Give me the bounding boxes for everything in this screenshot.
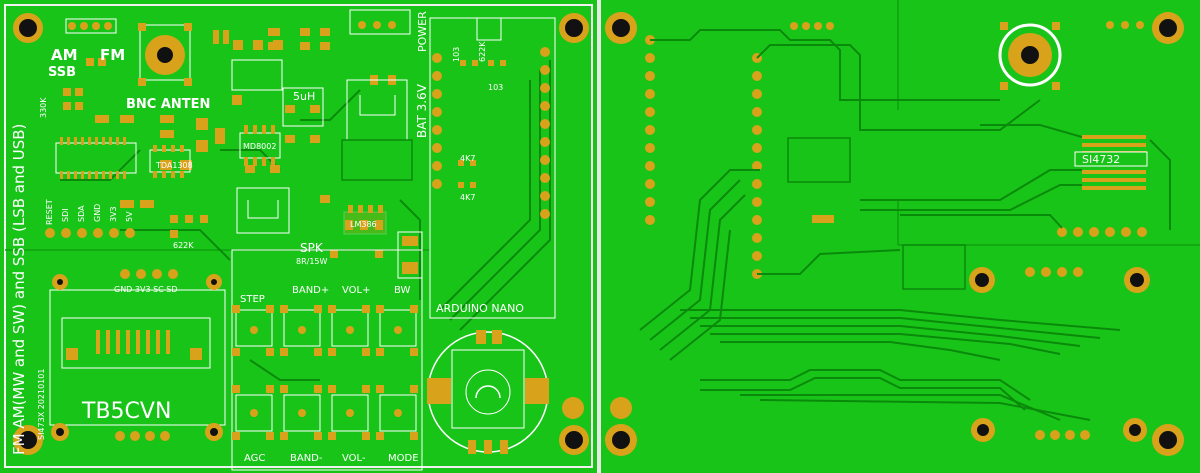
tactile-button-step (232, 305, 274, 356)
label-vol-plus: VOL+ (342, 285, 371, 296)
label-si4732: SI4732 (1082, 153, 1120, 166)
label-sdi: SDI (61, 208, 70, 222)
header-io-pins (45, 228, 135, 238)
back-traces (639, 29, 1171, 421)
label-agc: AGC (244, 453, 265, 464)
back-component-outline-2 (902, 244, 966, 290)
back-component-outline (787, 137, 851, 183)
ic-lm386 (343, 205, 387, 235)
label-power: POWER (416, 11, 429, 52)
label-bw: BW (394, 285, 411, 296)
label-spk: SPK (300, 241, 324, 255)
label-103: 103 (452, 47, 461, 62)
arduino-nano-footprint (429, 17, 556, 319)
ic-md8002 (239, 125, 281, 166)
tactile-button-vol-plus (328, 305, 370, 356)
label-622k-top: 622K (478, 41, 487, 62)
tactile-button-band-minus (280, 385, 322, 440)
label-board-id: SI473X 20210101 (37, 369, 46, 440)
power-switch-footprint (231, 59, 283, 91)
mounting-holes-front (13, 13, 589, 455)
oled-footprint (49, 269, 226, 441)
label-5v: 5V (125, 211, 134, 222)
front-board: AM FM SSB BNC ANTEN 5uH TDA1308 MD8002 4… (0, 0, 597, 473)
label-4k7-b: 4K7 (460, 193, 475, 202)
tactile-button-vol-minus (328, 385, 370, 440)
rotary-encoder (427, 330, 549, 454)
label-bnc-anten: BNC ANTEN (126, 97, 210, 112)
label-band-minus: BAND- (290, 453, 323, 464)
label-md8002: MD8002 (243, 142, 276, 151)
label-lm386: LM386 (350, 220, 377, 229)
label-battery: BAT 3.6V (415, 83, 429, 138)
button-grid (231, 249, 423, 471)
front-traces (60, 60, 551, 381)
label-tda1308: TDA1308 (155, 161, 193, 170)
label-vol-minus: VOL- (342, 453, 366, 464)
tactile-button-mode (376, 385, 418, 440)
speaker-connector (236, 187, 290, 234)
label-ssb: SSB (48, 65, 76, 80)
mounting-holes-back (605, 12, 1184, 456)
front-board-outline (4, 4, 593, 468)
label-spk-rating: 8R/15W (296, 257, 328, 266)
bnc-connector (138, 23, 192, 86)
label-3v3: 3V3 (109, 206, 118, 222)
label-band-plus: BAND+ (292, 285, 329, 296)
label-gnd: GND (93, 204, 102, 222)
label-mode: MODE (388, 453, 419, 464)
label-arduino-nano: ARDUINO NANO (436, 302, 524, 315)
label-622k: 622K (173, 241, 194, 250)
label-4k7-a: 4K7 (460, 154, 475, 163)
tactile-button-bw (376, 305, 418, 356)
tactile-button-agc (232, 385, 274, 440)
inductor-footprint (282, 87, 324, 127)
chip-si4732: SI4732 (1074, 135, 1148, 190)
tactile-button-band-plus (280, 305, 322, 356)
back-smd-pad (812, 215, 834, 223)
ic-tda1308 (55, 137, 137, 179)
ic-tda-small (149, 145, 191, 178)
label-330k: 330K (39, 97, 48, 118)
header-top-right (349, 9, 411, 35)
back-headers (645, 21, 1147, 440)
label-oled-pins: GND 3V3 SC SD (114, 285, 178, 294)
label-am: AM (51, 46, 78, 64)
label-step: STEP (240, 294, 265, 305)
label-fm: FM (100, 46, 125, 64)
label-sda: SDA (77, 205, 86, 222)
label-103-b: 103 (488, 83, 503, 92)
label-reset: RESET (45, 199, 54, 225)
smd-pads-front (63, 28, 506, 258)
label-inductor: 5uH (293, 90, 315, 103)
label-callsign: TB5CVN (81, 399, 171, 424)
bnc-back (998, 22, 1062, 90)
back-board: SI4732 (597, 0, 1200, 473)
battery-connector (341, 79, 413, 181)
header-top-left (65, 18, 117, 34)
label-side-text: FM AM(MW and SW) and SSB (LSB and USB) (10, 124, 28, 455)
